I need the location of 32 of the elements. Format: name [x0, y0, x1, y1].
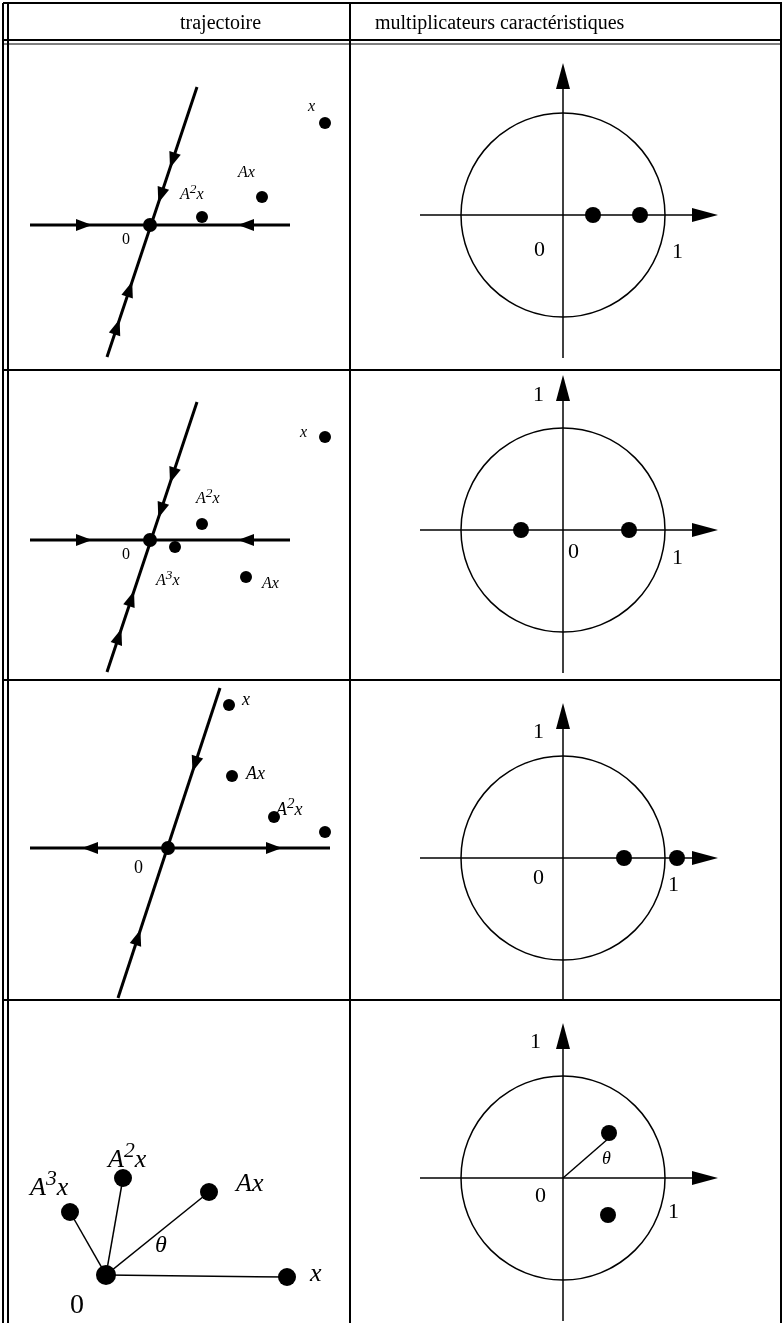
- point-label: A$^{3}$x: [30, 1168, 69, 1200]
- axis-label: 1: [672, 240, 683, 262]
- axis-label: 0: [534, 238, 545, 260]
- axis-label: 1: [533, 383, 544, 405]
- axis-label: 1: [530, 1030, 541, 1052]
- angle-label: θ: [155, 1232, 167, 1256]
- axis-label: 1: [668, 1200, 679, 1222]
- origin-label: 0: [122, 231, 130, 247]
- point-label: A$^{2}$x: [180, 182, 204, 203]
- point-label: x: [308, 98, 316, 114]
- axis-label: 1: [533, 720, 544, 742]
- point-label: Ax: [238, 164, 255, 180]
- axis-label: 0: [533, 866, 544, 888]
- column-header: multiplicateurs caractéristiques: [375, 12, 625, 32]
- axis-label: 1: [668, 873, 679, 895]
- axis-label: 1: [672, 546, 683, 568]
- origin-label: 0: [134, 858, 143, 876]
- axis-label: 0: [535, 1184, 546, 1206]
- angle-label: θ: [602, 1149, 611, 1167]
- column-header: trajectoire: [180, 12, 262, 32]
- axis-label: 0: [568, 540, 579, 562]
- origin-label: 0: [122, 546, 130, 562]
- point-label: Ax: [246, 764, 265, 782]
- point-label: x: [310, 1260, 322, 1286]
- point-label: Ax: [236, 1170, 264, 1196]
- point-label: x: [300, 424, 308, 440]
- point-label: Ax: [262, 575, 279, 591]
- point-label: A$^{3}$x: [156, 568, 180, 589]
- origin-label: 0: [70, 1290, 84, 1318]
- point-label: A$^{2}$x: [196, 486, 220, 507]
- point-label: x: [242, 690, 250, 708]
- point-label: A$^{2}$x: [108, 1140, 147, 1172]
